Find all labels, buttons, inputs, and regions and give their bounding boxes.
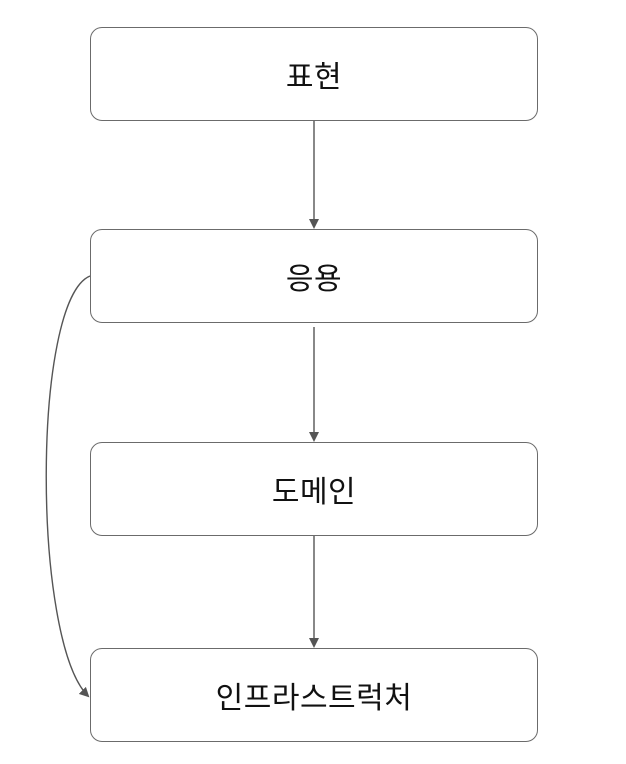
- node-application: 응용: [90, 229, 538, 323]
- edge-application-to-infrastructure: [45, 275, 91, 698]
- node-domain: 도메인: [90, 442, 538, 536]
- node-presentation-label: 표현: [285, 60, 343, 95]
- node-infrastructure-label: 인프라스트럭처: [215, 681, 413, 716]
- node-domain-label: 도메인: [271, 475, 357, 510]
- node-presentation: 표현: [90, 27, 538, 121]
- node-infrastructure: 인프라스트럭처: [90, 648, 538, 742]
- node-application-label: 응용: [285, 262, 343, 297]
